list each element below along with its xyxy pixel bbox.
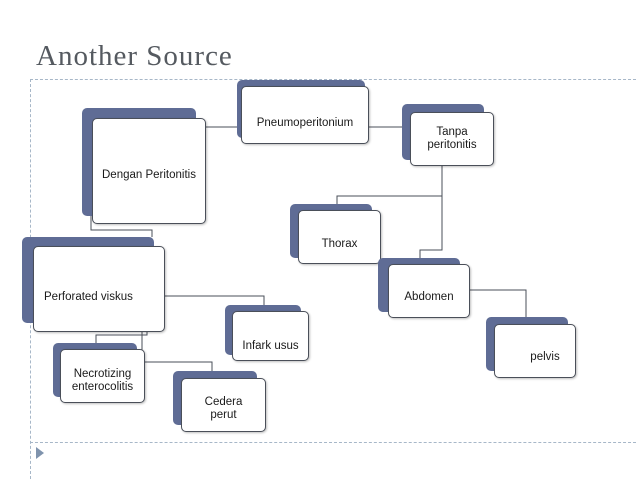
node-pneumoperitonium: Pneumoperitonium [237, 80, 369, 144]
slide-title: Another Source [36, 40, 233, 72]
node-tanpa-peritonitis: Tanpa peritonitis [402, 104, 494, 166]
footer-divider [30, 442, 636, 443]
edge-pneumo-tanpa [365, 103, 402, 128]
edge-pneumo-dengan [206, 103, 241, 128]
node-perforated-viskus: Perforated viskus [22, 237, 165, 332]
node-label: Abdomen [404, 291, 454, 303]
edge-perforated-necrotizing [95, 330, 148, 344]
node-label: Dengan Peritonitis [102, 169, 196, 181]
edge-perforated-cedera [141, 330, 213, 373]
node-dengan-peritonitis: Dengan Peritonitis [82, 108, 208, 224]
node-label: Necrotizing enterocolitis [71, 368, 134, 393]
node-abdomen: Abdomen [378, 258, 470, 318]
node-label: Perforated viskus [44, 291, 133, 303]
edge-abdomen-pelvis [458, 289, 527, 317]
edge-tanpa-abdomen [419, 164, 443, 258]
node-label: Thorax [321, 238, 358, 250]
node-pelvis: pelvis [486, 317, 576, 378]
node-label: pelvis [530, 351, 560, 363]
title-divider [30, 79, 636, 80]
node-label: Infark usus [242, 340, 299, 352]
node-necrotizing-enterocolitis: Necrotizing enterocolitis [53, 343, 145, 403]
node-infark-usus: Infark usus [225, 305, 309, 361]
edge-tanpa-thorax [336, 164, 443, 205]
node-label: Tanpa peritonitis [427, 126, 477, 151]
node-thorax: Thorax [290, 204, 381, 264]
edge-dengan-perforated [90, 216, 153, 237]
node-label: Cedera perut [204, 396, 243, 421]
edge-perforated-infark [163, 295, 265, 307]
node-label: Pneumoperitonium [256, 117, 354, 129]
node-cedera-perut: Cedera perut [173, 371, 266, 432]
footer-bullet-icon [36, 447, 44, 459]
